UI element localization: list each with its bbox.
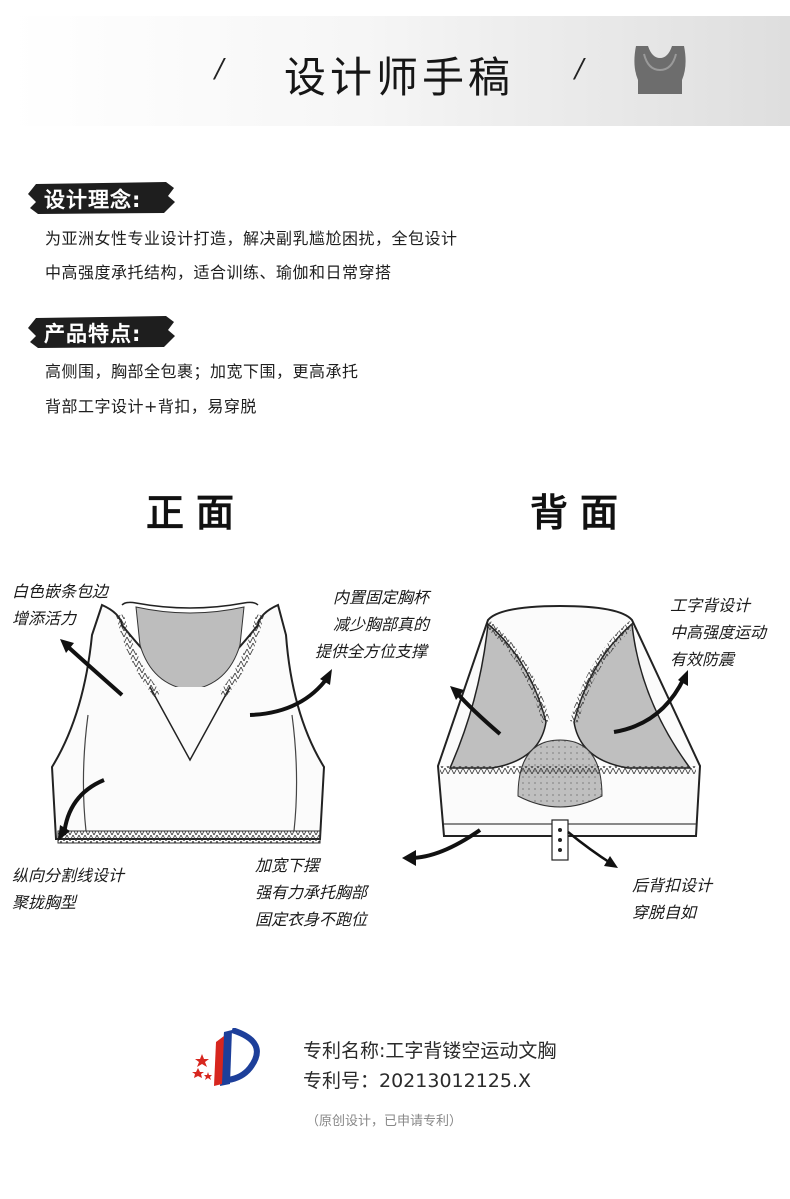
bra-icon [634,46,686,94]
design-concept-label: 设计理念: [44,188,142,212]
features-tag: 产品特点: [26,314,176,350]
note-seam: 纵向分割线设计 聚拢胸型 [12,866,125,912]
design-concept-tag: 设计理念: [26,180,176,216]
front-heading: 正面 [146,490,247,535]
features-line-1: 高侧围，胸部全包裹；加宽下围，更高承托 [45,362,359,381]
patent-name: 专利名称:工字背镂空运动文胸 [303,1040,557,1062]
slash-right: / [575,54,584,84]
patent-footnote: （原创设计，已申请专利） [306,1114,463,1129]
note-strap: 工字背设计 中高强度运动 有效防震 [670,596,767,669]
design-line-1: 为亚洲女性专业设计打造，解决副乳尴尬困扰，全包设计 [45,229,458,248]
note-clasp: 后背扣设计 穿脱自如 [632,876,713,922]
features-line-2: 背部工字设计+背扣，易穿脱 [45,397,257,416]
back-sketch [402,604,702,868]
note-cup: 内置固定胸杯 减少胸部真的 提供全方位支撑 [315,588,430,661]
slash-left: / [215,54,224,84]
note-edging: 白色嵌条包边 增添活力 [12,582,109,628]
back-heading: 背面 [530,490,631,535]
brush-tag-icon [28,182,175,214]
page-title: 设计师手稿 [284,53,515,102]
note-hem: 加宽下摆 强有力承托胸部 固定衣身不跑位 [255,856,368,929]
patent-number: 专利号：20213012125.X [303,1070,532,1092]
patent-office-logo [192,1028,260,1086]
header-banner: / 设计师手稿 / [10,16,790,126]
brush-tag-icon [28,316,175,348]
features-label: 产品特点: [44,322,142,346]
design-line-2: 中高强度承托结构，适合训练、瑜伽和日常穿搭 [45,263,392,282]
front-sketch [50,601,332,844]
